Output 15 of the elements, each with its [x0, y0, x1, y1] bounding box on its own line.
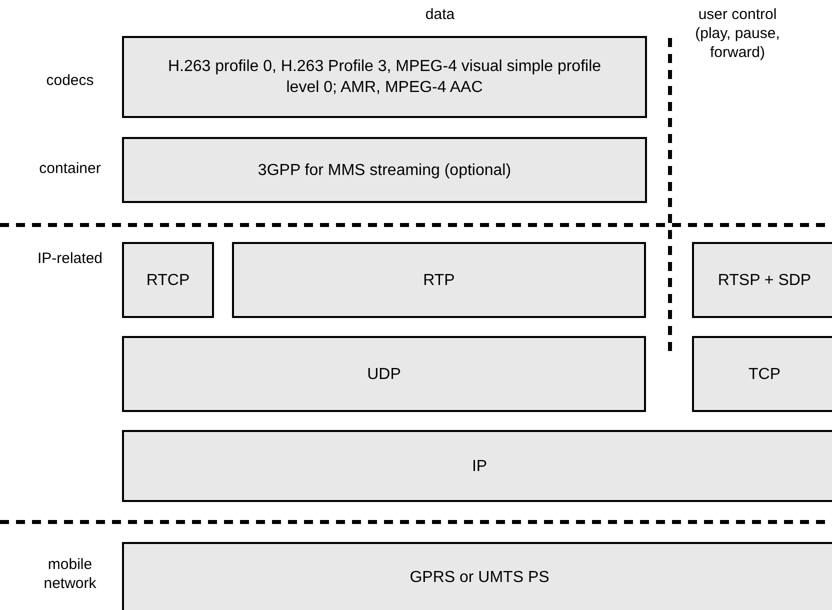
protocol-box: TCP	[692, 336, 832, 412]
codec-box: H.263 profile 0, H.263 Profile 3, MPEG-4 visual simple profile level 0; AMR, MPEG-4 AAC	[122, 36, 647, 118]
protocol-box: UDP	[122, 336, 646, 412]
protocol-box: RTCP	[122, 242, 214, 318]
protocol-box: RTSP + SDP	[692, 242, 832, 318]
network-box: GPRS or UMTS PS	[122, 542, 832, 610]
layer-label: container	[38, 159, 102, 178]
layer-label: IP-related	[36, 249, 104, 268]
column-heading: user control (play, pause, forward)	[694, 5, 781, 62]
layer-label: mobile network	[42, 555, 98, 593]
column-heading: data	[424, 5, 456, 24]
protocol-box: RTP	[232, 242, 646, 318]
protocol-box: IP	[122, 430, 832, 502]
layer-label: codecs	[45, 71, 95, 90]
container-box: 3GPP for MMS streaming (optional)	[122, 137, 647, 203]
